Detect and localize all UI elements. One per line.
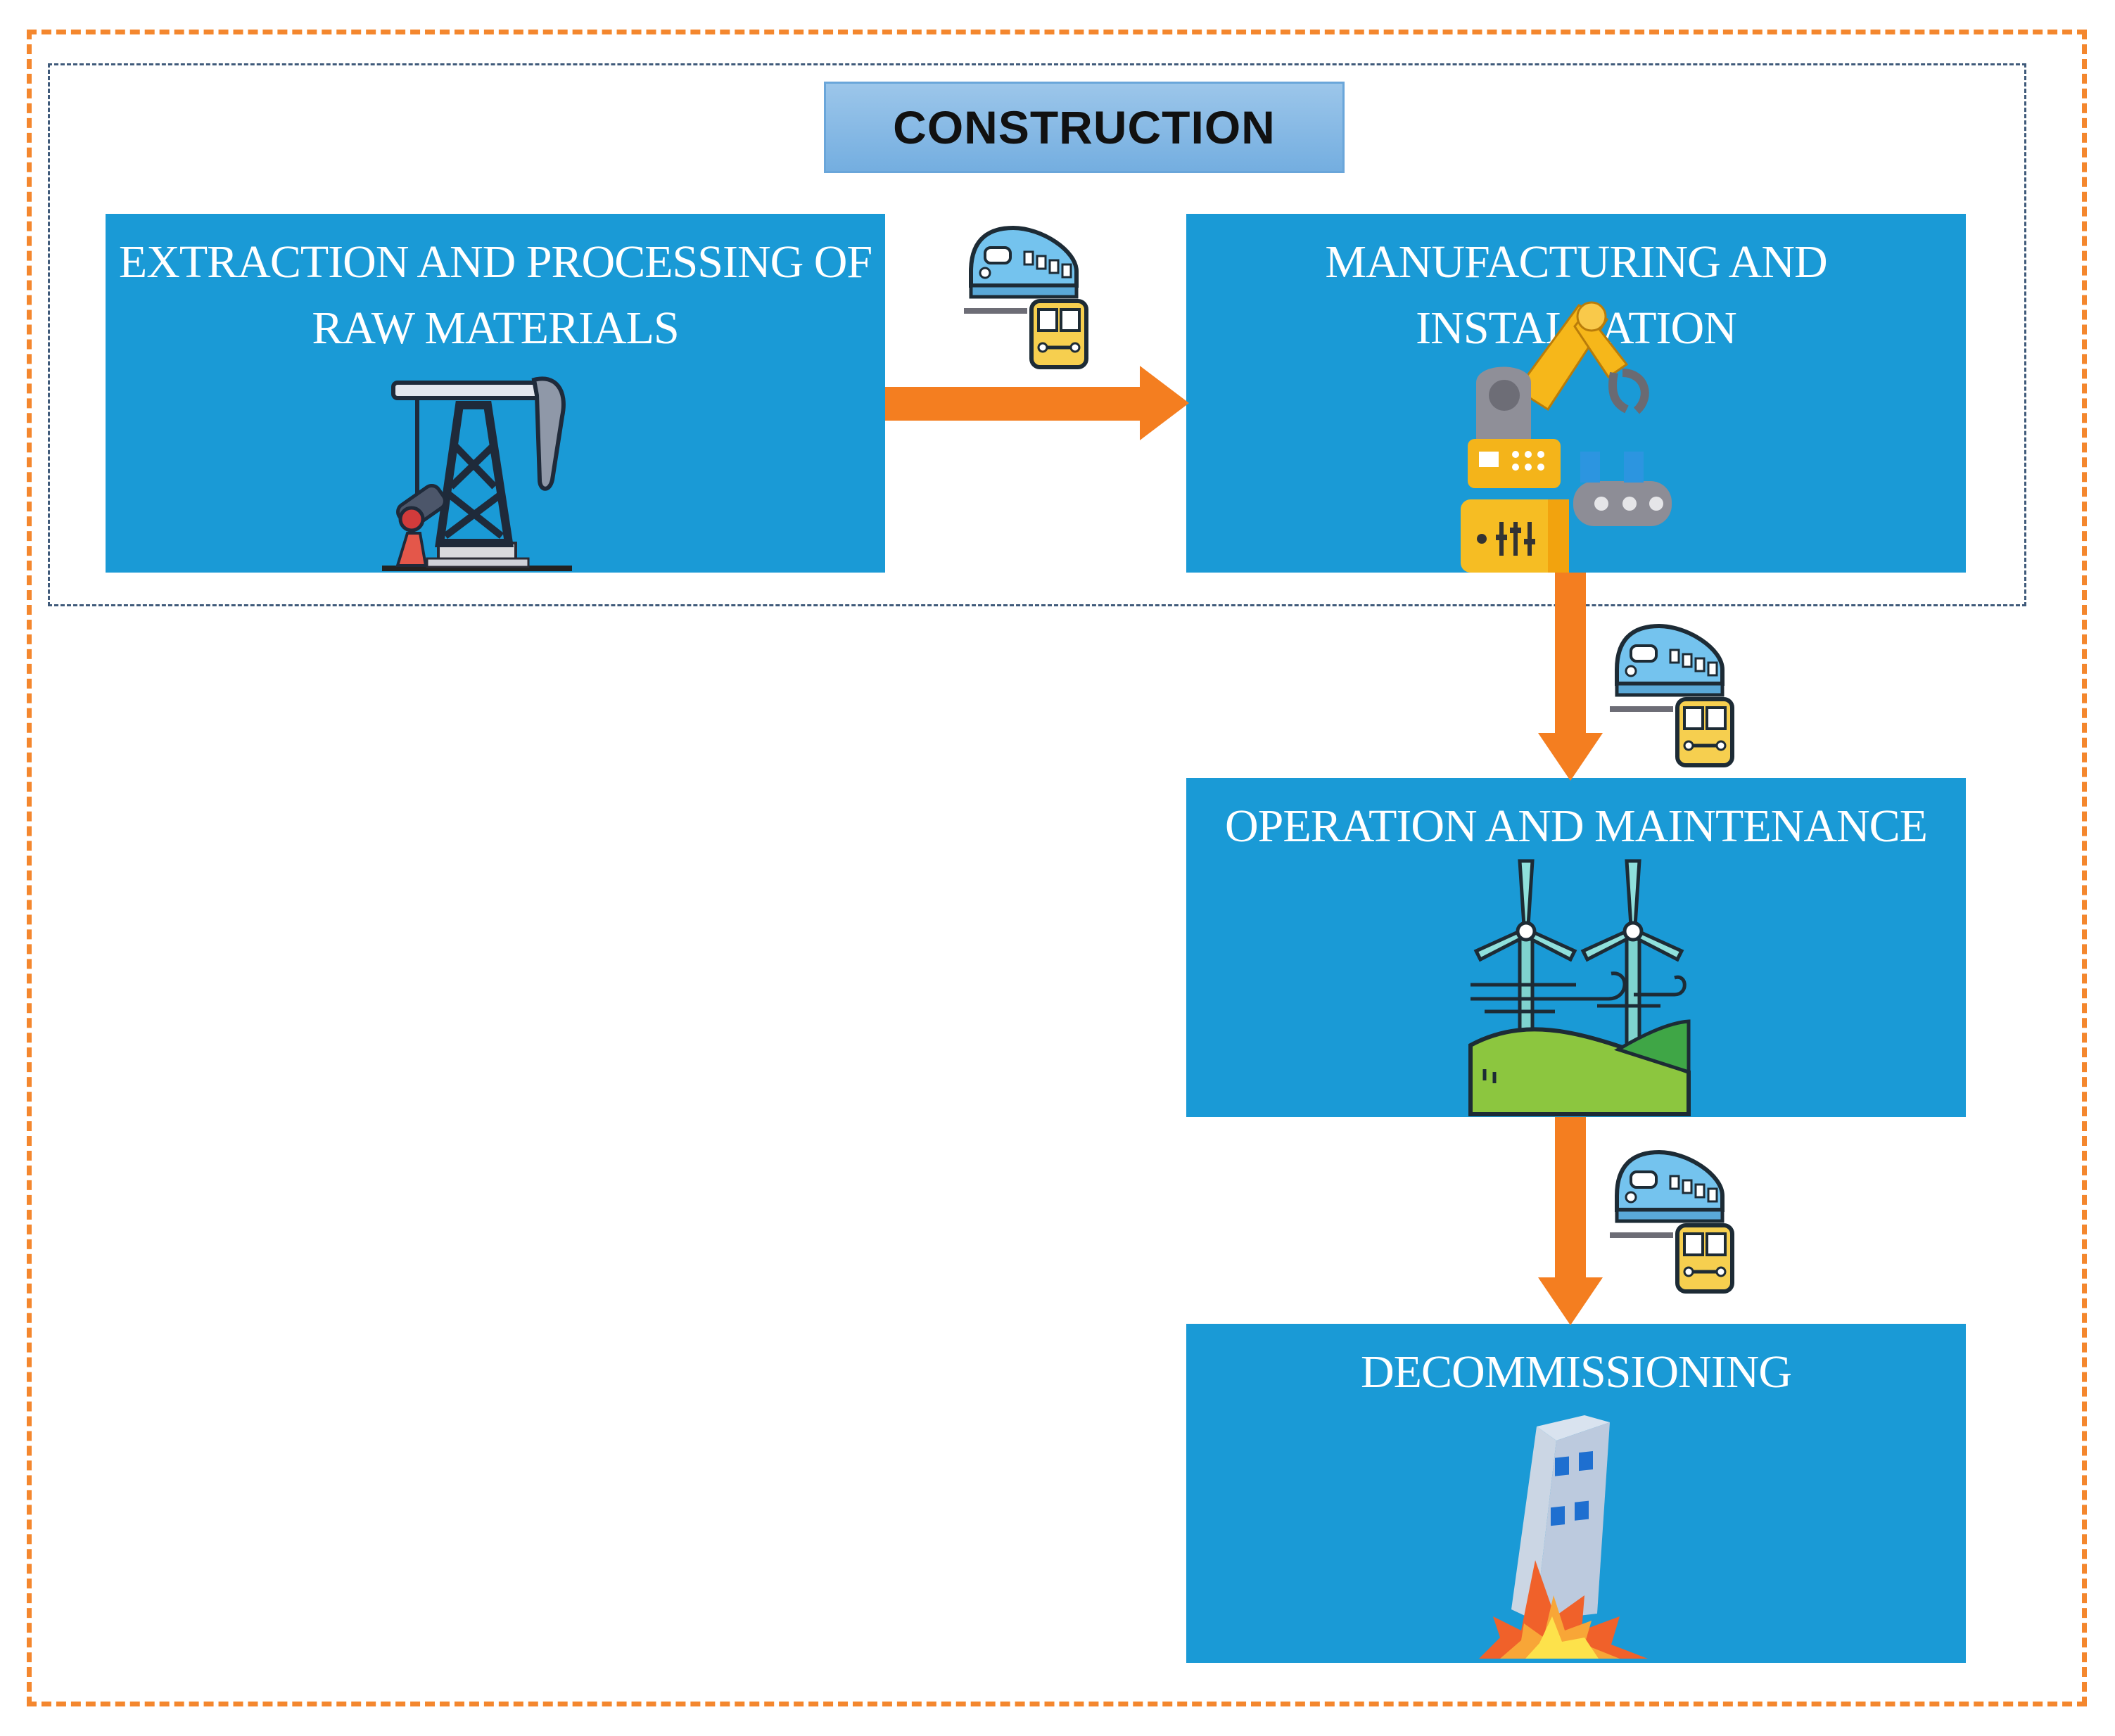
robotic-arm-icon [1461, 301, 1672, 573]
stage-extraction-label: EXTRACTION AND PROCESSING OF RAW MATERIA… [106, 229, 885, 362]
arrow-manufacturing-to-operation [1538, 573, 1603, 781]
stage-operation-label: OPERATION AND MAINTENANCE [1225, 800, 1928, 852]
stage-manufacturing: MANUFACTURING AND INSTALLATION [1186, 214, 1966, 573]
wind-turbines-icon [1468, 859, 1691, 1116]
lifecycle-outer-frame [27, 30, 2087, 1706]
stage-decommissioning: DECOMMISSIONING [1186, 1324, 1966, 1663]
construction-phase-frame [48, 63, 2026, 606]
stage-extraction: EXTRACTION AND PROCESSING OF RAW MATERIA… [106, 214, 885, 573]
arrow-operation-to-decommissioning [1538, 1117, 1603, 1325]
train-and-bus-icon [1610, 620, 1734, 768]
stage-decommissioning-label: DECOMMISSIONING [1360, 1346, 1792, 1398]
stage-extraction-label-line1: EXTRACTION AND PROCESSING OF [118, 236, 872, 288]
oil-pump-icon [382, 376, 572, 571]
collapsing-building-icon [1479, 1415, 1648, 1659]
construction-title: CONSTRUCTION [824, 82, 1345, 173]
arrow-extraction-to-manufacturing [885, 366, 1189, 440]
stage-operation: OPERATION AND MAINTENANCE [1186, 778, 1966, 1117]
train-and-bus-icon [1610, 1147, 1734, 1294]
stage-manufacturing-label: MANUFACTURING AND INSTALLATION [1325, 236, 1827, 354]
stage-extraction-label-line2: RAW MATERIALS [312, 302, 679, 354]
train-and-bus-icon [964, 225, 1088, 369]
